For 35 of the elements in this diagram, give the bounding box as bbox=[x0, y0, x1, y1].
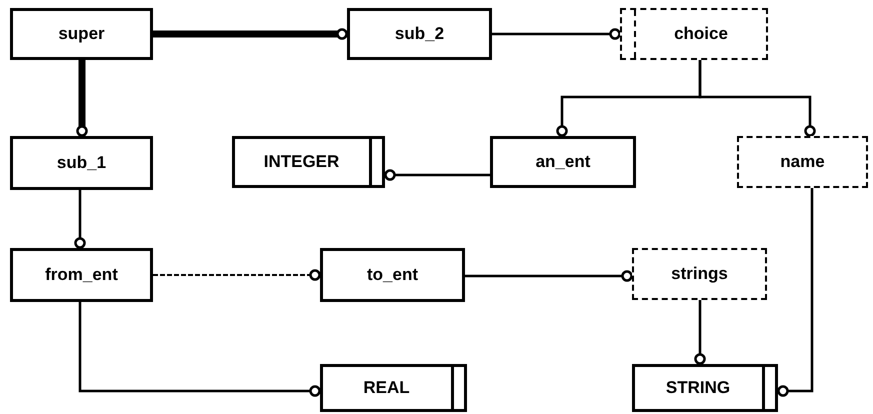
relationship-line bbox=[153, 28, 348, 40]
entity-name: strings bbox=[671, 264, 728, 284]
relationship-line bbox=[492, 28, 621, 40]
select-type-box bbox=[620, 8, 768, 60]
relationship-line bbox=[153, 269, 321, 281]
relationship-line bbox=[465, 270, 633, 282]
entity-name: to_ent bbox=[367, 265, 418, 285]
relationship-line bbox=[694, 300, 706, 365]
relationship-line bbox=[698, 60, 816, 137]
entity-name: name bbox=[780, 152, 825, 172]
defined-type-box bbox=[737, 136, 868, 188]
entity-name: super bbox=[58, 24, 105, 44]
relationship-line bbox=[78, 302, 321, 397]
entity-name: sub_1 bbox=[56, 153, 106, 173]
simple-type-box bbox=[232, 136, 385, 188]
entity-name: REAL bbox=[363, 378, 410, 398]
entity-name: sub_2 bbox=[394, 24, 444, 44]
simple-type-box bbox=[632, 364, 778, 412]
entity-box bbox=[10, 136, 153, 190]
relationship-line bbox=[777, 188, 814, 397]
entity-box bbox=[347, 8, 492, 60]
entity-box bbox=[490, 136, 636, 188]
defined-type-box bbox=[632, 248, 767, 300]
entity-name: INTEGER bbox=[264, 152, 340, 172]
entity-name: an_ent bbox=[536, 152, 590, 172]
entity-box bbox=[10, 8, 153, 60]
entity-box bbox=[10, 248, 153, 302]
relationship-line bbox=[74, 190, 86, 249]
entity-name: from_ent bbox=[45, 265, 118, 285]
entity-name: STRING bbox=[666, 378, 730, 398]
entity-box bbox=[320, 248, 465, 302]
relationship-line bbox=[76, 60, 88, 137]
simple-type-box bbox=[320, 364, 467, 412]
entity-name: choice bbox=[674, 24, 728, 44]
relationship-line bbox=[384, 169, 490, 181]
